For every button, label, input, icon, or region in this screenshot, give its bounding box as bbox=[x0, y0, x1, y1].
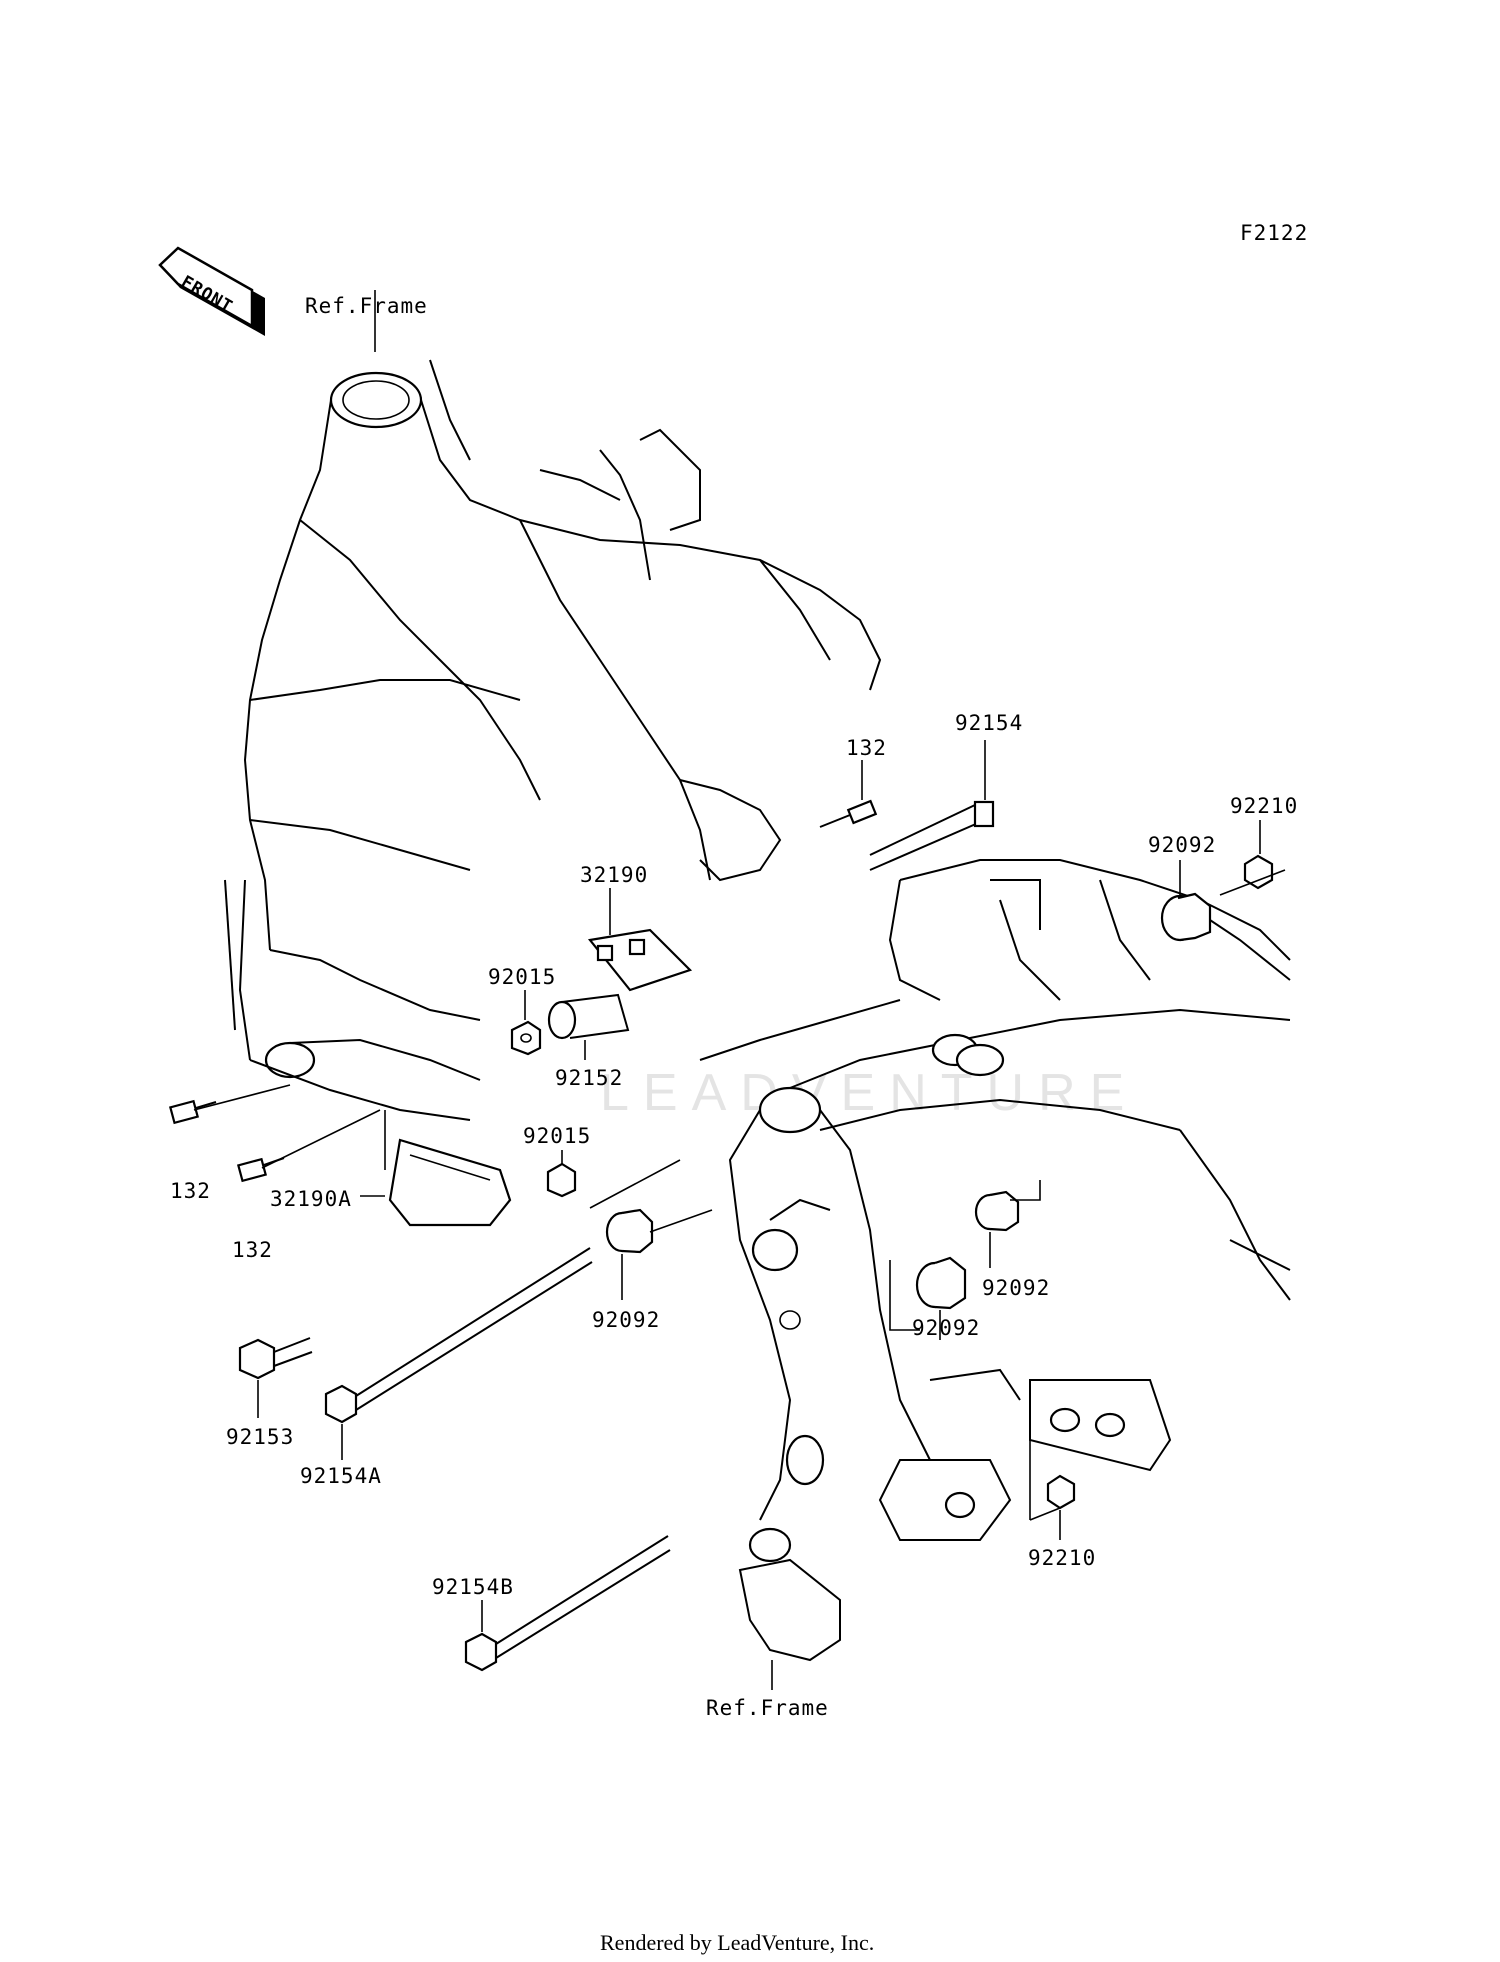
bushing-92092-mid bbox=[605, 1208, 654, 1254]
bracket-32190 bbox=[587, 928, 693, 992]
label-92154A: 92154A bbox=[300, 1464, 382, 1488]
label-92152: 92152 bbox=[555, 1066, 623, 1090]
label-132-top: 132 bbox=[846, 736, 887, 760]
bolt-132-top bbox=[819, 799, 878, 828]
leader-lines bbox=[193, 290, 1286, 1690]
bushing-92092-lower bbox=[915, 1256, 967, 1310]
label-92154B: 92154B bbox=[432, 1575, 514, 1599]
watermark: LEADVENTURE bbox=[600, 1064, 1138, 1122]
nut-92210-top bbox=[1243, 854, 1274, 890]
collar-92152 bbox=[547, 993, 630, 1040]
label-92210-lower: 92210 bbox=[1028, 1546, 1096, 1570]
label-92092-mid: 92092 bbox=[592, 1308, 660, 1332]
footer-credit: Rendered by LeadVenture, Inc. bbox=[600, 1930, 874, 1955]
bolt-92154 bbox=[869, 800, 995, 871]
frame-upper bbox=[224, 359, 882, 1121]
label-92154: 92154 bbox=[955, 711, 1023, 735]
label-92210-top: 92210 bbox=[1230, 794, 1298, 818]
label-92092-top: 92092 bbox=[1148, 833, 1216, 857]
label-92015-mid: 92015 bbox=[523, 1124, 591, 1148]
frame-lower bbox=[699, 859, 1291, 1662]
label-ref-frame-top: Ref.Frame bbox=[305, 294, 428, 318]
label-ref-frame-bottom: Ref.Frame bbox=[706, 1696, 829, 1720]
nut-92210-lower bbox=[1046, 1474, 1076, 1510]
label-92092-right: 92092 bbox=[982, 1276, 1050, 1300]
bushing-92092-top bbox=[1160, 892, 1212, 942]
label-92092-lower: 92092 bbox=[912, 1316, 980, 1340]
bolt-132-lower bbox=[236, 1157, 285, 1183]
label-132-lower: 132 bbox=[232, 1238, 273, 1262]
label-32190A: 32190A bbox=[270, 1187, 352, 1211]
label-92153: 92153 bbox=[226, 1425, 294, 1449]
front-arrow-icon: FRONT bbox=[158, 246, 265, 336]
nut-92015-top bbox=[510, 1020, 542, 1056]
bracket-32190A bbox=[388, 1138, 512, 1227]
bolt-92154A bbox=[324, 1247, 593, 1424]
label-32190: 32190 bbox=[580, 863, 648, 887]
bushing-92092-right bbox=[974, 1190, 1020, 1232]
diagram-code: F2122 bbox=[1240, 221, 1308, 245]
bolt-92153 bbox=[238, 1337, 313, 1380]
nut-92015-mid bbox=[546, 1162, 577, 1198]
label-92015-top: 92015 bbox=[488, 965, 556, 989]
label-132-left: 132 bbox=[170, 1179, 211, 1203]
bolt-92154B bbox=[464, 1535, 671, 1672]
bolt-132-left bbox=[168, 1099, 217, 1125]
